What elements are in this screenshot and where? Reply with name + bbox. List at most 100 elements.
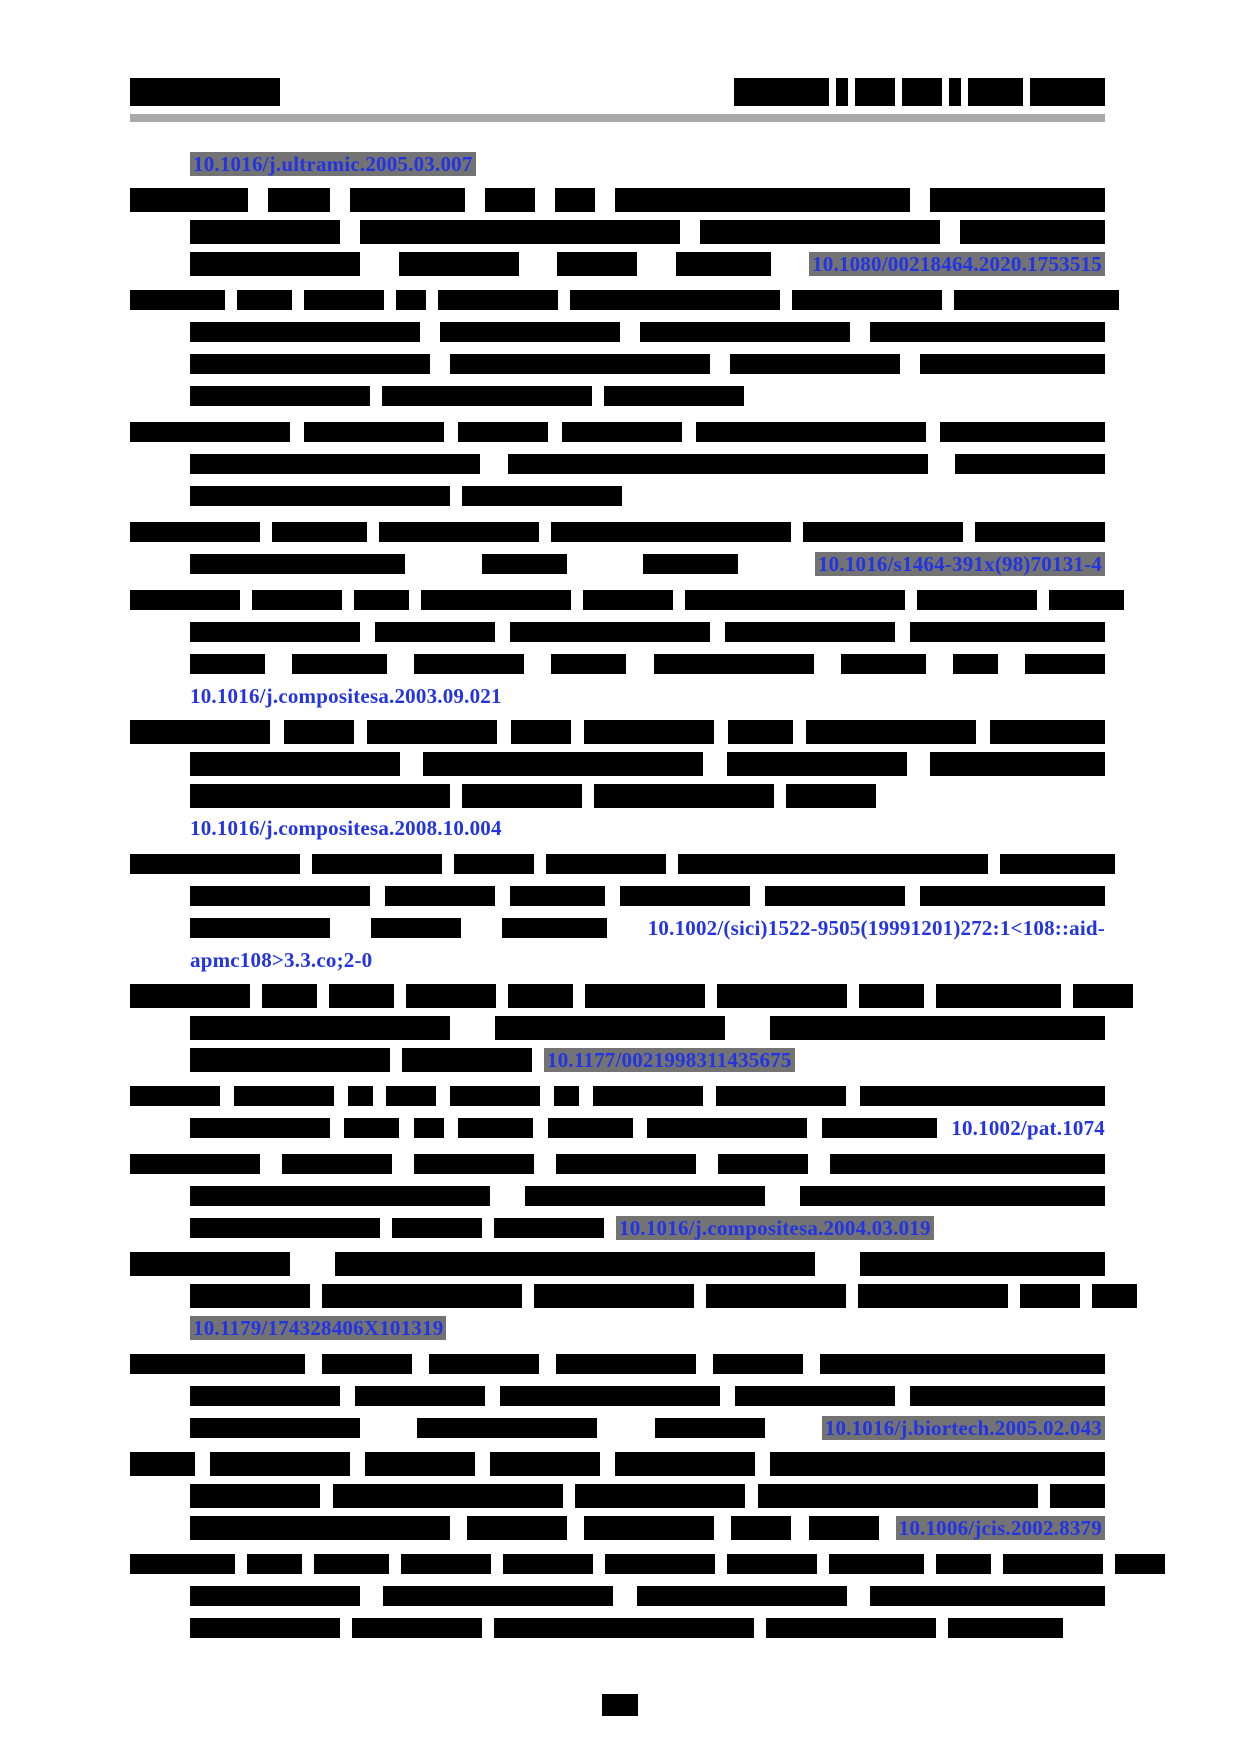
redacted-text-bar [952,654,998,674]
reference-entry: 10.1080/00218464.2020.1753515 [130,184,1105,280]
redacted-text-bar [829,1554,924,1574]
doi-link[interactable]: 10.1177/0021998311435675 [544,1048,795,1072]
redacted-text-bar [1024,654,1105,674]
redacted-text-bar [840,654,926,674]
redacted-text-bar [458,1118,534,1138]
redacted-text-bar [636,1586,847,1606]
doi-link[interactable]: 10.1080/00218464.2020.1753515 [809,252,1105,276]
redacted-text-bar [304,290,384,310]
doi-link[interactable]: 10.1016/s1464-391x(98)70131-4 [814,552,1105,576]
doi-link[interactable]: 10.1002/pat.1074 [951,1116,1105,1140]
redacted-text-bar [292,654,388,674]
redacted-text-bar [190,486,450,506]
redacted-text-bar [806,720,977,744]
redacted-text-bar [190,784,450,808]
redacted-text-bar [929,752,1105,776]
redacted-text-bar [190,220,340,244]
reference-line [130,316,1105,348]
redacted-text-bar [940,422,1105,442]
reference-line: 10.1016/j.compositesa.2004.03.019 [130,1212,1105,1244]
doi-link[interactable]: 10.1016/j.ultramic.2005.03.007 [190,152,476,176]
doi-link[interactable]: 10.1016/j.compositesa.2003.09.021 [190,684,502,708]
redacted-text-bar [312,854,442,874]
doi-link[interactable]: 10.1179/174328406X101319 [190,1316,447,1340]
redacted-text-bar [1000,854,1115,874]
header-redacted-text [734,78,829,106]
reference-entry: 10.1016/j.compositesa.2004.03.019 [130,1148,1105,1244]
redacted-text-bar [551,654,627,674]
redacted-text-bar [770,1452,1105,1476]
redacted-text-bar [910,1386,1105,1406]
redacted-text-bar [421,590,571,610]
reference-entry: 10.1177/0021998311435675 [130,980,1133,1076]
reference-line [130,1548,1165,1580]
reference-line [130,284,1119,316]
redacted-text-bar [858,1284,1008,1308]
redacted-text-bar [130,590,240,610]
redacted-text-bar [396,290,426,310]
reference-line [130,648,1105,680]
redacted-text-bar [130,1086,220,1106]
redacted-text-bar [534,1284,694,1308]
redacted-text-bar [555,188,595,212]
doi-link[interactable]: 10.1016/j.compositesa.2008.10.004 [190,816,502,840]
redacted-text-bar [237,290,292,310]
redacted-text-bar [821,1118,937,1138]
redacted-text-bar [190,918,330,938]
redacted-text-bar [706,1284,846,1308]
redacted-text-bar [700,220,940,244]
header-redacted-text [902,78,942,106]
header-redacted-text [968,78,1023,106]
redacted-text-bar [347,1086,373,1106]
redacted-text-bar [594,784,774,808]
redacted-text-bar [1003,1554,1103,1574]
doi-link[interactable]: apmc108>3.3.co;2-0 [190,948,373,972]
redacted-text-bar [955,454,1105,474]
doi-link[interactable]: 10.1002/(sici)1522-9505(19991201)272:1<1… [647,916,1105,940]
redacted-text-bar [190,386,370,406]
redacted-text-bar [500,1386,720,1406]
reference-line [130,616,1105,648]
reference-line [130,1080,1105,1112]
doi-link[interactable]: 10.1016/j.compositesa.2004.03.019 [616,1216,934,1240]
reference-line [130,780,1105,812]
reference-entry: 10.1002/(sici)1522-9505(19991201)272:1<1… [130,848,1115,976]
redacted-text-bar [190,322,420,342]
doi-link[interactable]: 10.1006/jcis.2002.8379 [895,1516,1105,1540]
redacted-text-bar [406,984,496,1008]
redacted-text-bar [247,1554,302,1574]
header-left-redaction [130,78,280,106]
redacted-text-bar [262,984,317,1008]
redacted-text-bar [936,1554,991,1574]
redacted-text-bar [360,220,680,244]
redacted-text-bar [525,1186,765,1206]
redacted-text-bar [718,1154,808,1174]
redacted-text-bar [546,854,666,874]
redacted-text-bar [920,886,1105,906]
reference-line: apmc108>3.3.co;2-0 [130,944,1105,976]
redacted-text-bar [314,1554,389,1574]
redacted-text-bar [713,1354,803,1374]
page-number-container [0,1694,1240,1716]
redacted-text-bar [130,1452,195,1476]
redacted-text-bar [130,522,260,542]
redacted-text-bar [272,522,367,542]
reference-entry: 10.1006/jcis.2002.8379 [130,1448,1105,1544]
redacted-text-bar [130,290,225,310]
reference-entry [130,1548,1165,1644]
redacted-text-bar [584,1516,715,1540]
redacted-text-bar [936,984,1061,1008]
redacted-text-bar [615,1452,755,1476]
redacted-text-bar [954,290,1119,310]
redacted-text-bar [335,1252,815,1276]
redacted-text-bar [592,1086,703,1106]
redacted-text-bar [643,554,739,574]
redacted-text-bar [726,752,907,776]
redacted-text-bar [830,1154,1105,1174]
doi-link[interactable]: 10.1016/j.biortech.2005.02.043 [821,1416,1105,1440]
redacted-text-bar [584,720,715,744]
redacted-text-bar [485,188,535,212]
redacted-text-bar [604,386,744,406]
reference-entry: 10.1016/j.ultramic.2005.03.007 [130,148,1105,180]
redacted-text-bar [948,1618,1063,1638]
